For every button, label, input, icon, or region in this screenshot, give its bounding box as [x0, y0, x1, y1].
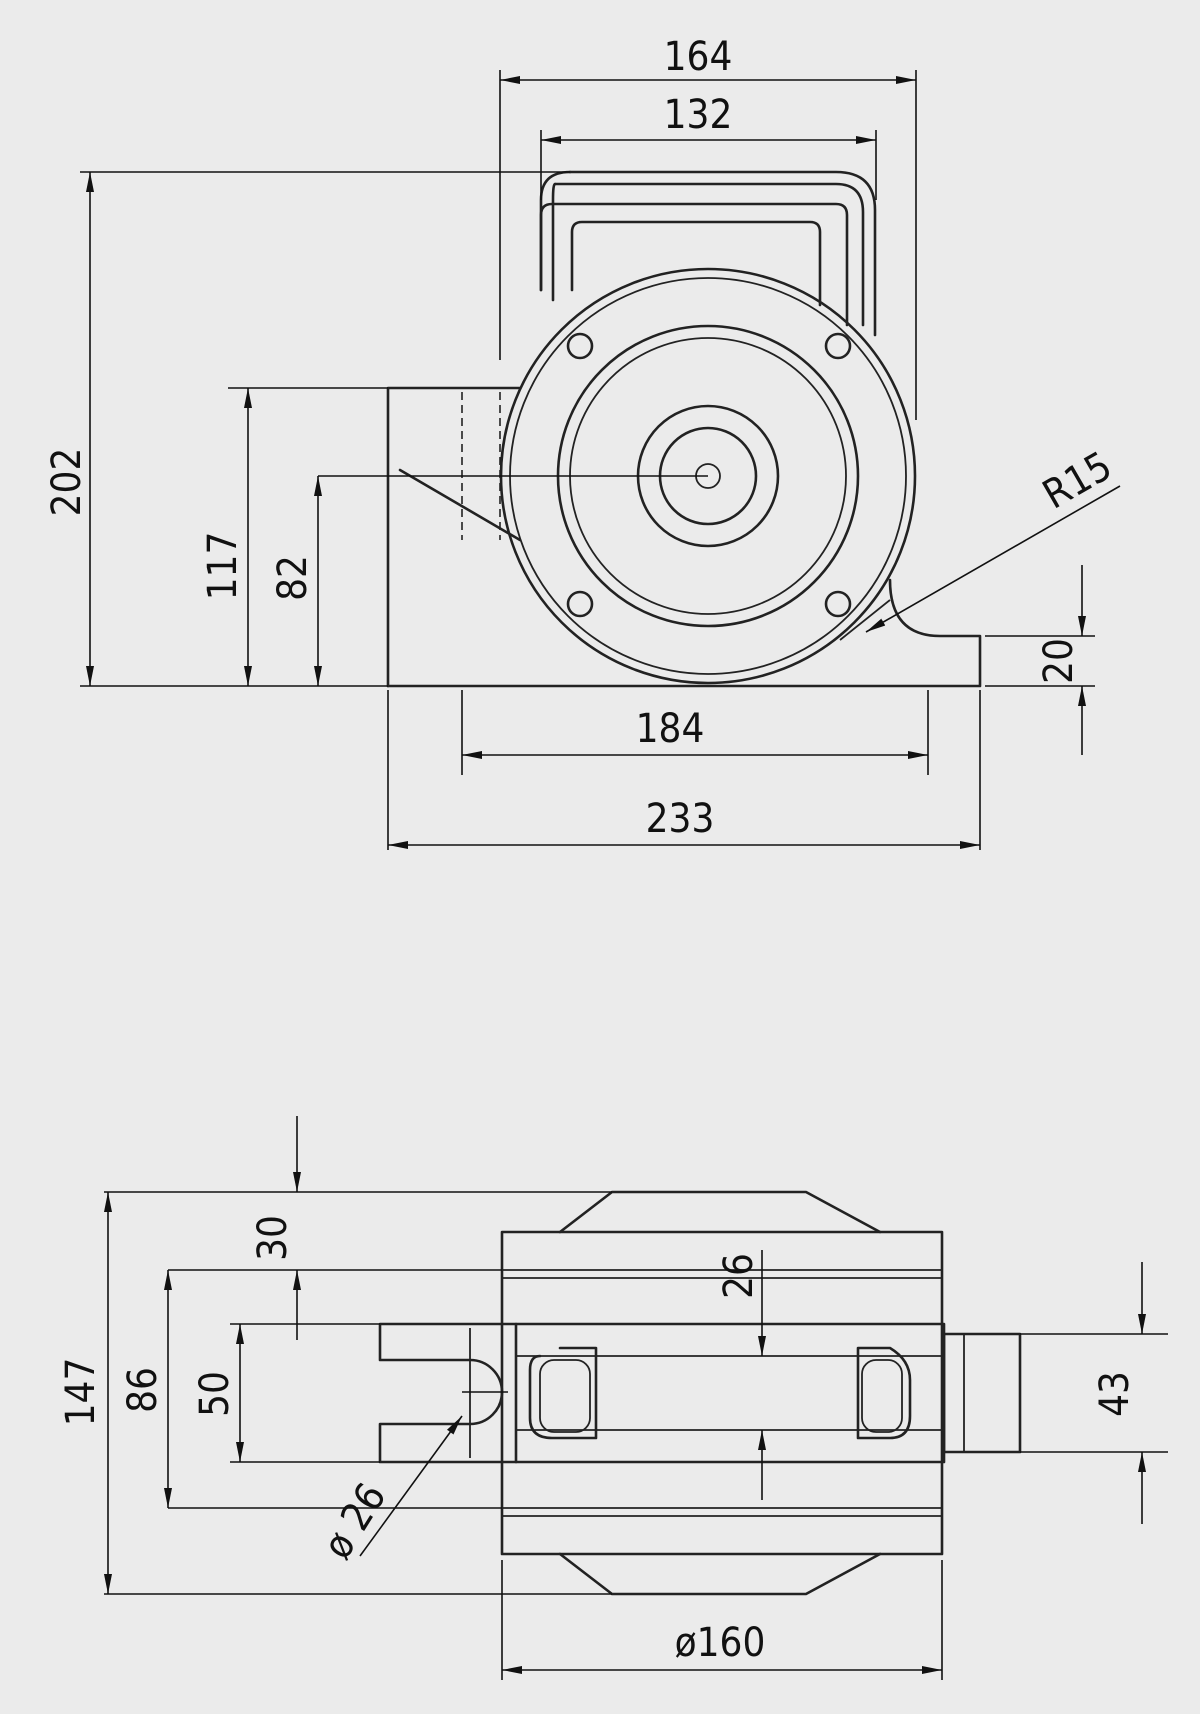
dim-hole-spacing: 184 — [636, 706, 705, 752]
dim-fillet-radius: R15 — [1035, 443, 1119, 518]
dim-pin-width: 43 — [1092, 1371, 1138, 1417]
dim-base-length: 233 — [646, 796, 715, 842]
bolt-hole-top-left — [566, 332, 594, 360]
dim-leader-slot-diameter — [359, 1415, 463, 1557]
carry-handle — [539, 170, 877, 337]
slotted-fork — [378, 1322, 518, 1464]
side-view: 147 86 50 30 26 ø 26 43 ø160 — [58, 1116, 1168, 1680]
dim-bracket-height: 117 — [200, 532, 246, 601]
dim-roller-gap: 26 — [716, 1253, 762, 1299]
dim-plate-width: 86 — [120, 1367, 166, 1413]
dim-leader-fillet — [865, 485, 1121, 633]
dim-handle-inner-width: 132 — [664, 92, 733, 138]
dim-foot-thickness: 20 — [1036, 638, 1082, 684]
dim-handle-outer-width: 164 — [664, 34, 733, 80]
dim-roller-diameter: ø160 — [675, 1620, 766, 1666]
bolt-hole-bottom-right — [824, 590, 852, 618]
dim-overall-width: 147 — [58, 1358, 104, 1427]
mounting-plate — [514, 1322, 946, 1464]
front-view: 202 117 82 164 132 R15 20 184 233 — [44, 34, 1121, 850]
dim-top-offset: 30 — [250, 1215, 296, 1261]
dim-center-height: 82 — [270, 555, 316, 601]
dim-slot-width: 50 — [192, 1371, 238, 1417]
dim-slot-diameter: ø 26 — [314, 1475, 395, 1567]
roller-body — [500, 1190, 944, 1596]
bolt-hole-bottom-left — [566, 590, 594, 618]
shaft-pin — [942, 1332, 1022, 1454]
dim-overall-height: 202 — [44, 448, 90, 517]
bolt-hole-top-right — [824, 332, 852, 360]
base-bracket — [386, 386, 982, 688]
